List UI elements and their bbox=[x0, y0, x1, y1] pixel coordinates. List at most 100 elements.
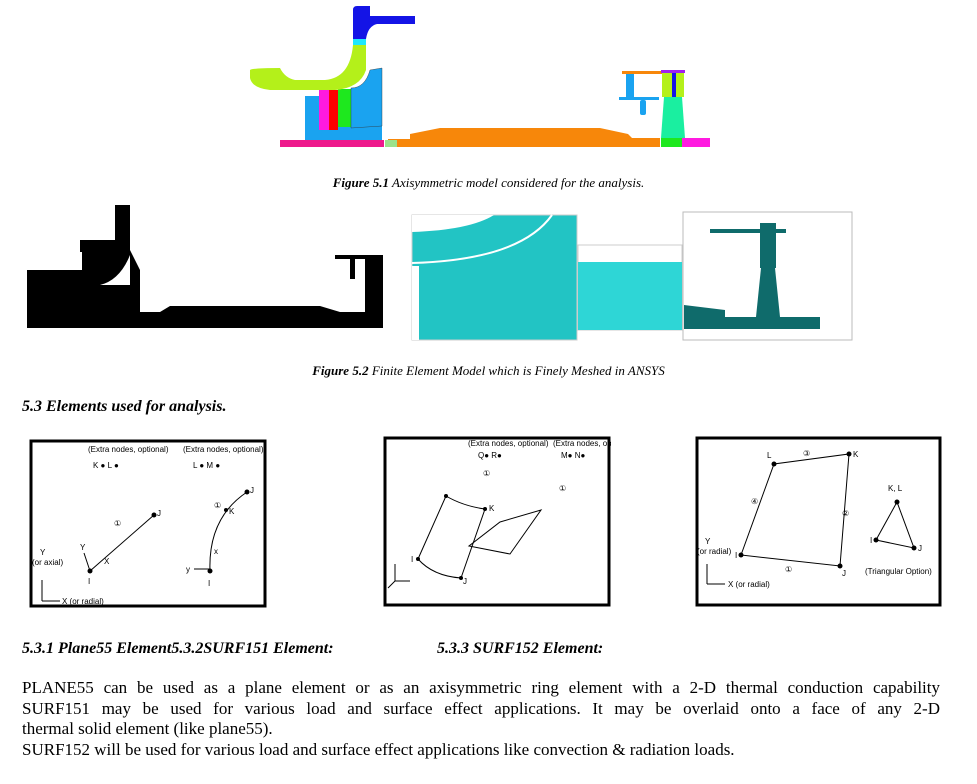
diagram-shape bbox=[353, 39, 366, 45]
diagram-label: J bbox=[250, 486, 254, 495]
diagram-label: K ● L ● bbox=[93, 461, 119, 470]
diagram-shape bbox=[682, 138, 710, 147]
diagram-shape bbox=[80, 240, 115, 252]
diagram-label: x bbox=[214, 547, 218, 556]
diagram-shape bbox=[412, 215, 494, 232]
diagram-shape bbox=[29, 439, 267, 608]
extra-nodes-label: (Extra nodes, optional) bbox=[88, 445, 169, 454]
diagram-label: ① bbox=[114, 519, 121, 528]
diagram-label: L ● M ● bbox=[193, 461, 220, 470]
diagram-shape bbox=[738, 552, 744, 558]
diagram-shape bbox=[760, 223, 776, 268]
diagram-shape bbox=[873, 537, 879, 543]
diagram-label: ① bbox=[559, 484, 566, 493]
diagram-shape bbox=[846, 451, 852, 457]
body-paragraph: PLANE55 can be used as a plane element o… bbox=[22, 678, 940, 760]
paragraph-line: SURF152 will be used for various load an… bbox=[22, 739, 735, 759]
diagram-label: J bbox=[463, 577, 467, 586]
subheading-plane55-surf151: 5.3.1 Plane55 Element5.3.2SURF151 Elemen… bbox=[22, 640, 334, 657]
diagram-shape bbox=[412, 266, 419, 340]
diagram-shape bbox=[383, 436, 611, 607]
dark-blue-part bbox=[353, 6, 415, 39]
diagram-shape bbox=[684, 305, 820, 329]
mesh-detail-1 bbox=[411, 214, 578, 341]
figure-label: Figure 5.1 bbox=[332, 175, 390, 190]
diagram-label: I bbox=[88, 577, 90, 586]
diagram-label: J bbox=[918, 544, 922, 553]
diagram-shape bbox=[151, 512, 157, 518]
diagram-shape bbox=[411, 214, 553, 264]
diagram-shape bbox=[338, 89, 351, 127]
section-heading: 5.3 Elements used for analysis. bbox=[22, 398, 227, 415]
diagram-label: (or axial) bbox=[32, 558, 63, 567]
mesh-detail-3 bbox=[682, 211, 853, 341]
diagram-shape bbox=[209, 491, 248, 572]
lime-hook bbox=[250, 45, 366, 90]
diagram-label: ① bbox=[785, 565, 792, 574]
diagram-label: (or radial) bbox=[697, 547, 732, 556]
diagram-label: M● N● bbox=[561, 451, 585, 460]
diagram-shape bbox=[459, 576, 463, 580]
model-silhouette bbox=[27, 205, 383, 328]
axisymmetric-model-figure bbox=[250, 6, 710, 147]
paragraph-line: PLANE55 can be used as a plane element o… bbox=[22, 678, 940, 697]
figure-5-1-caption: Figure 5.1 Axisymmetric model considered… bbox=[0, 175, 977, 191]
diagram-shape bbox=[626, 74, 634, 98]
diagram-shape bbox=[444, 494, 448, 498]
diagram-shape bbox=[365, 255, 383, 328]
diagram-label: J bbox=[157, 509, 161, 518]
diagram-label: J bbox=[842, 569, 846, 578]
diagram-shape bbox=[385, 140, 397, 147]
diagram-shape bbox=[622, 71, 667, 74]
diagram-shape bbox=[710, 229, 786, 233]
paragraph-line: thermal solid element (like plane55). bbox=[22, 719, 273, 738]
diagram-shape bbox=[350, 259, 355, 279]
caption-text: Finite Element Model which is Finely Mes… bbox=[368, 363, 665, 378]
diagram-label: I bbox=[870, 536, 872, 545]
diagram-shape bbox=[411, 214, 578, 341]
diagram-shape bbox=[672, 73, 676, 97]
diagram-label: I bbox=[735, 551, 737, 560]
diagram-shape bbox=[83, 552, 91, 572]
diagram-label: ① bbox=[214, 501, 221, 510]
diagram-label: X bbox=[104, 557, 110, 566]
diagram-shape bbox=[640, 100, 646, 115]
diagram-label: ③ bbox=[803, 449, 810, 458]
diagram-shape bbox=[894, 499, 900, 505]
diagram-shape bbox=[661, 70, 685, 73]
diagram-label: (Extra nodes, optional) bbox=[553, 439, 611, 448]
mesh-detail-2 bbox=[577, 244, 683, 331]
diagram-label: K bbox=[489, 504, 495, 513]
diagram-label: X (or radial) bbox=[728, 580, 770, 589]
diagram-shape bbox=[695, 436, 942, 607]
figure-5-2-caption: Figure 5.2 Finite Element Model which is… bbox=[0, 363, 977, 379]
diagram-shape bbox=[224, 508, 228, 512]
diagram-label: y bbox=[186, 565, 190, 574]
diagram-label: Y bbox=[80, 543, 86, 552]
diagram-shape bbox=[911, 545, 917, 551]
diagram-label: L bbox=[767, 451, 772, 460]
diagram-shape bbox=[661, 138, 682, 147]
diagram-shape bbox=[416, 557, 420, 561]
finite-element-model-figure bbox=[27, 205, 853, 341]
diagram-label: (Triangular Option) bbox=[865, 567, 932, 576]
diagram-label: I bbox=[208, 579, 210, 588]
diagram-shape bbox=[578, 262, 682, 330]
caption-text: Axisymmetric model considered for the an… bbox=[389, 175, 645, 190]
extra-nodes-label: (Extra nodes, optional) bbox=[183, 445, 264, 454]
diagram-label: Y bbox=[705, 537, 711, 546]
diagram-label: ② bbox=[842, 509, 849, 518]
shaft bbox=[388, 128, 660, 147]
diagram-label: I bbox=[411, 555, 413, 564]
diagram-shape bbox=[483, 507, 487, 511]
subheading-surf152: 5.3.3 SURF152 Element: bbox=[437, 640, 604, 657]
diagram-label: ④ bbox=[751, 497, 758, 506]
diagram-shape bbox=[875, 500, 915, 549]
diagram-shape bbox=[467, 509, 543, 555]
diagram-label: K bbox=[229, 507, 235, 516]
diagram-shape bbox=[244, 489, 250, 495]
blade bbox=[661, 97, 685, 138]
diagram-shape bbox=[329, 90, 338, 130]
